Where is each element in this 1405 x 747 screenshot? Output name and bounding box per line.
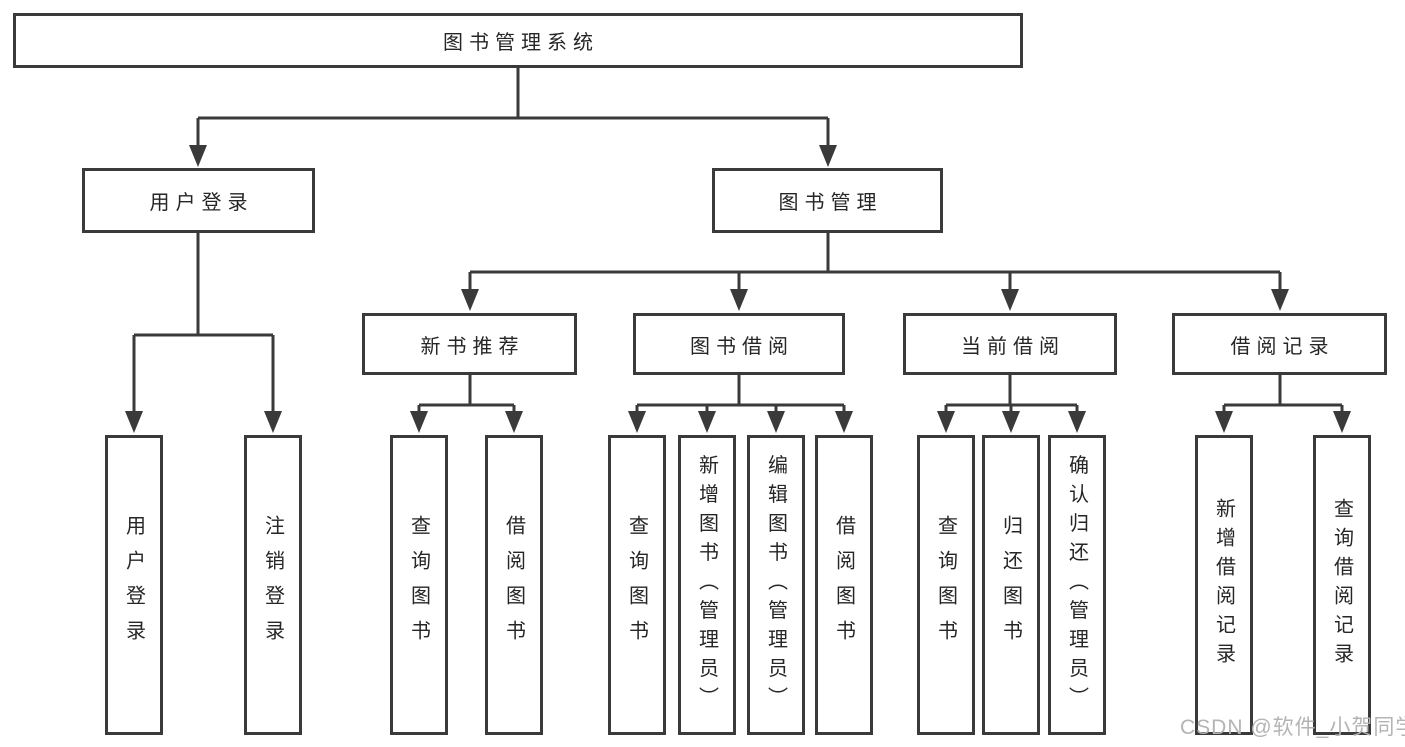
node-new-book-recommend: 新书推荐: [362, 313, 577, 375]
node-leaf-cb-query-books: 查询图书: [917, 435, 975, 735]
node-book-borrowing: 图书借阅: [633, 313, 845, 375]
node-leaf-rec-query-books-label: 查询图书: [407, 515, 430, 655]
node-leaf-bb-query-books: 查询图书: [608, 435, 666, 735]
arrowheads: [125, 145, 1351, 433]
node-leaf-bb-borrow-books-label: 借阅图书: [832, 515, 855, 655]
node-book-management-label: 图书管理: [778, 192, 883, 214]
connector-paths: [132, 68, 1344, 413]
node-book-borrowing-label: 图书借阅: [690, 335, 794, 358]
node-current-borrowing-label: 当前借阅: [961, 335, 1065, 358]
node-library-system: 图书管理系统: [13, 13, 1023, 68]
node-borrowing-records: 借阅记录: [1172, 313, 1387, 375]
node-leaf-bb-edit-books-admin-label: 编辑图书（管理员）: [764, 454, 787, 716]
node-user-login-label: 用户登录: [149, 192, 254, 214]
node-library-system-label: 图书管理系统: [443, 32, 599, 54]
node-leaf-cb-return-books-label: 归还图书: [999, 515, 1022, 655]
node-leaf-user-login-label: 用户登录: [122, 515, 145, 655]
node-leaf-rec-borrow-books: 借阅图书: [485, 435, 543, 735]
node-leaf-logout-label: 注销登录: [261, 515, 284, 655]
node-leaf-user-login: 用户登录: [105, 435, 163, 735]
node-leaf-bb-add-books-admin-label: 新增图书（管理员）: [695, 454, 718, 716]
node-leaf-bb-borrow-books: 借阅图书: [815, 435, 873, 735]
node-leaf-br-add-record-label: 新增借阅记录: [1212, 498, 1235, 672]
node-leaf-br-query-record-label: 查询借阅记录: [1330, 498, 1353, 672]
node-leaf-br-add-record: 新增借阅记录: [1195, 435, 1253, 735]
node-leaf-br-query-record: 查询借阅记录: [1313, 435, 1371, 735]
node-user-login: 用户登录: [82, 168, 315, 233]
node-leaf-bb-query-books-label: 查询图书: [625, 515, 648, 655]
node-leaf-cb-confirm-return-admin: 确认归还（管理员）: [1048, 435, 1106, 735]
node-leaf-bb-edit-books-admin: 编辑图书（管理员）: [747, 435, 805, 735]
node-leaf-rec-borrow-books-label: 借阅图书: [502, 515, 525, 655]
node-leaf-cb-query-books-label: 查询图书: [934, 515, 957, 655]
csdn-watermark: CSDN @软件_小贺同学: [1180, 716, 1405, 739]
node-leaf-logout: 注销登录: [244, 435, 302, 735]
node-new-book-recommend-label: 新书推荐: [420, 335, 525, 358]
node-leaf-cb-confirm-return-admin-label: 确认归还（管理员）: [1065, 454, 1088, 716]
node-borrowing-records-label: 借阅记录: [1230, 335, 1335, 358]
node-leaf-rec-query-books: 查询图书: [390, 435, 448, 735]
node-current-borrowing: 当前借阅: [903, 313, 1117, 375]
node-leaf-bb-add-books-admin: 新增图书（管理员）: [678, 435, 736, 735]
node-book-management: 图书管理: [712, 168, 943, 233]
node-leaf-cb-return-books: 归还图书: [982, 435, 1040, 735]
